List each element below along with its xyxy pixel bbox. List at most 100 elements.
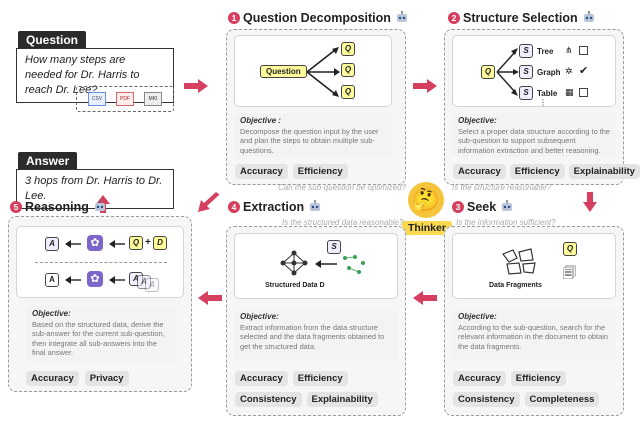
robot-icon — [396, 11, 407, 22]
extraction-visual: S Structured Data D — [234, 233, 398, 299]
structured-data-icon: D — [153, 236, 167, 250]
graph-checkbox-checked[interactable]: ✔ — [579, 65, 589, 77]
question-label: Question — [18, 31, 87, 49]
tag-efficiency: Efficiency — [292, 371, 348, 386]
stage-title-text: Question Decomposition — [243, 11, 391, 25]
sub-question-icon: Q — [341, 63, 355, 77]
tag-efficiency: Efficiency — [292, 164, 348, 179]
structure-arrows — [496, 48, 519, 96]
sub-answer-icon: A — [45, 237, 59, 251]
sub-question-icon: Q — [563, 242, 577, 256]
structure-objective: Objective: Select a proper data structur… — [452, 113, 616, 157]
robot-icon — [94, 200, 105, 211]
structure-icon: S — [519, 65, 533, 79]
reasoning-objective: Objective: Based on the structured data,… — [26, 306, 176, 362]
sub-question-icon: Q — [341, 42, 355, 56]
answer-label: Answer — [18, 152, 78, 170]
sub-question-icon: Q — [481, 65, 495, 79]
reasoning-title: 5 Reasoning — [10, 200, 108, 214]
structure-check-question: Is the structure reasonable? — [452, 183, 552, 192]
thinker-label: Thinker — [402, 221, 452, 235]
seek-title: 3 Seek — [452, 200, 515, 214]
question-node: Question — [260, 65, 307, 78]
robot-icon — [583, 11, 594, 22]
tree-checkbox[interactable] — [579, 46, 588, 55]
objective-text: Based on the structured data, derive the… — [32, 319, 165, 358]
tag-accuracy: Accuracy — [235, 164, 288, 179]
green-fragments-icon — [343, 255, 365, 274]
tag-completeness: Completeness — [524, 392, 600, 407]
step-number: 2 — [448, 12, 460, 24]
reasoning-tags: Accuracy Privacy — [26, 371, 129, 386]
sub-question-icon: Q — [129, 236, 143, 250]
llm-icon: ✿ — [87, 235, 103, 251]
decomposition-to-structure-arrow — [413, 79, 437, 93]
objective-text: Decompose the question input by the user… — [240, 126, 379, 155]
objective-label: Objective : — [240, 116, 281, 125]
extraction-check-question: Is the structured data reasonable? — [282, 218, 404, 227]
option-graph[interactable]: Graph — [537, 68, 561, 77]
structure-tags: Accuracy Efficiency Explainability — [453, 164, 640, 179]
stage-title-text: Extraction — [243, 200, 305, 214]
extraction-tags: Accuracy Efficiency Consistency Explaina… — [235, 371, 405, 407]
data-fragments-icon — [502, 248, 536, 275]
decomposition-visual: Question Q Q Q — [234, 35, 392, 107]
dashed-divider — [35, 262, 167, 263]
plus-icon: + — [145, 237, 151, 248]
left-arrow-icon — [109, 276, 125, 284]
more-options-ellipsis: ⋮ — [539, 98, 547, 107]
tag-consistency: Consistency — [453, 392, 520, 407]
step-number: 5 — [10, 201, 22, 213]
stage-title-text: Reasoning — [25, 200, 89, 214]
tag-efficiency: Efficiency — [509, 164, 565, 179]
objective-text: According to the sub-question, search fo… — [458, 322, 608, 351]
seek-visual: Q 🗐 Data Fragments — [452, 233, 616, 299]
option-tree[interactable]: Tree — [537, 47, 554, 56]
tag-efficiency: Efficiency — [510, 371, 566, 386]
decomposition-objective: Objective : Decompose the question input… — [234, 113, 392, 157]
structure-icon: S — [327, 240, 341, 254]
sub-answers-stack-icon: A — [145, 278, 159, 292]
mki-file-icon: MKI — [144, 92, 162, 106]
objective-label: Objective: — [458, 312, 497, 321]
seek-tags: Accuracy Efficiency Consistency Complete… — [453, 371, 623, 407]
extraction-arrow — [315, 260, 337, 268]
decomposition-arrows — [306, 47, 340, 97]
structure-icon: S — [519, 86, 533, 100]
objective-label: Objective: — [458, 116, 497, 125]
seek-to-extraction-arrow — [413, 291, 437, 305]
data-fragments-label: Data Fragments — [489, 282, 542, 289]
decomposition-to-reasoning-arrow — [198, 192, 220, 212]
tree-icon: ⋔ — [565, 45, 573, 55]
seek-objective: Objective: According to the sub-question… — [452, 309, 616, 361]
robot-icon — [502, 200, 513, 211]
step-number: 3 — [452, 201, 464, 213]
structured-data-label: Structured Data D — [265, 282, 325, 289]
tag-accuracy: Accuracy — [26, 371, 79, 386]
objective-text: Extract information from the data struct… — [240, 322, 385, 351]
tag-accuracy: Accuracy — [453, 164, 506, 179]
stage-title-text: Seek — [467, 200, 497, 214]
decomposition-check-question: Can the sub-question be optimized? — [278, 183, 407, 192]
decomposition-tags: Accuracy Efficiency — [235, 164, 348, 179]
decomposition-title: 1 Question Decomposition — [228, 11, 410, 25]
objective-label: Objective: — [32, 309, 71, 318]
structure-to-seek-arrow — [583, 192, 597, 212]
left-arrow-icon — [65, 240, 81, 248]
reasoning-visual: A ✿ Q + D A ✿ A A A — [16, 226, 184, 298]
step-number: 1 — [228, 12, 240, 24]
tag-accuracy: Accuracy — [235, 371, 288, 386]
table-checkbox[interactable] — [579, 88, 588, 97]
tag-consistency: Consistency — [235, 392, 302, 407]
csv-file-icon: CSV — [88, 92, 106, 106]
tag-explainability: Explainability — [306, 392, 378, 407]
extraction-title: 4 Extraction — [228, 200, 323, 214]
thinker-emoji-icon: 🤔 — [408, 182, 444, 218]
tag-explainability: Explainability — [568, 164, 640, 179]
tag-accuracy: Accuracy — [453, 371, 506, 386]
graph-icon: ✲ — [565, 66, 573, 76]
left-arrow-icon — [109, 240, 125, 248]
extraction-objective: Objective: Extract information from the … — [234, 309, 398, 361]
option-table[interactable]: Table — [537, 89, 558, 98]
sub-question-icon: Q — [341, 85, 355, 99]
